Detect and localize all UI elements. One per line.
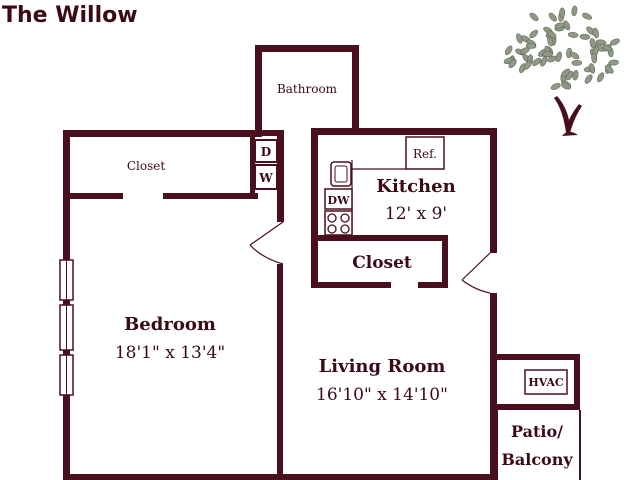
leaf: [525, 42, 537, 49]
patio-balcony-outline: [496, 410, 581, 480]
living-room-size: 16'10" x 14'10": [316, 385, 448, 405]
dryer-box: [254, 139, 278, 163]
hall-closet-label: Closet: [352, 253, 412, 273]
bedroom-windows: [59, 259, 74, 396]
washer-box: [254, 164, 278, 190]
leaf: [595, 39, 607, 46]
balcony-label: Balcony: [501, 450, 573, 469]
leaf: [554, 22, 565, 29]
dryer-label: D: [261, 145, 271, 159]
hvac-label: HVAC: [528, 376, 564, 389]
leaf: [523, 60, 532, 70]
refrigerator-box: [405, 136, 445, 170]
living-room-label: Living Room: [319, 356, 446, 377]
leaf: [608, 59, 619, 66]
dishwasher-label: DW: [328, 194, 351, 207]
bedroom-size: 18'1" x 13'4": [115, 343, 225, 363]
leaf: [570, 51, 580, 60]
leaf: [567, 31, 579, 38]
willow-tree-icon: [503, 5, 620, 136]
leaf: [609, 38, 620, 46]
top-closet-label: Closet: [127, 159, 166, 173]
leaf: [555, 51, 563, 62]
leaf: [561, 68, 571, 77]
bedroom-label: Bedroom: [124, 314, 216, 335]
dishwasher-box: [324, 188, 353, 210]
leaf: [547, 30, 557, 39]
plan-title: The Willow: [2, 3, 138, 28]
patio-label: Patio/: [511, 422, 563, 441]
door-swing-icon: [461, 252, 491, 294]
leaf: [602, 44, 613, 52]
leaf: [542, 51, 553, 58]
leaf: [504, 45, 513, 56]
kitchen-size: 12' x 9': [385, 204, 447, 224]
leaf: [529, 12, 539, 22]
leaf: [579, 33, 591, 40]
leaf: [548, 12, 557, 22]
leaf: [516, 33, 523, 44]
kitchen-label: Kitchen: [376, 176, 455, 197]
walls: [63, 45, 580, 480]
leaf: [550, 83, 561, 90]
leaf: [588, 63, 596, 74]
leaf: [561, 82, 571, 90]
leaf: [547, 36, 554, 47]
leaf: [571, 5, 578, 17]
leaf: [584, 74, 593, 84]
bathroom-label: Bathroom: [277, 82, 338, 96]
leaf: [604, 65, 614, 74]
hvac-box: [524, 369, 568, 395]
sink-icon: [330, 161, 352, 187]
leaf: [529, 29, 539, 39]
leaf: [508, 59, 517, 69]
leaf: [591, 52, 598, 64]
leaf: [596, 72, 605, 83]
washer-label: W: [258, 171, 273, 185]
refrigerator-label: Ref.: [413, 147, 437, 161]
leaf: [532, 57, 542, 66]
leaf: [571, 60, 583, 66]
leaf: [559, 7, 566, 19]
leaf: [592, 27, 599, 39]
door-swing-icon: [249, 221, 284, 265]
leaf: [540, 56, 548, 67]
leaf: [582, 12, 592, 20]
stove-icon: [324, 210, 353, 236]
